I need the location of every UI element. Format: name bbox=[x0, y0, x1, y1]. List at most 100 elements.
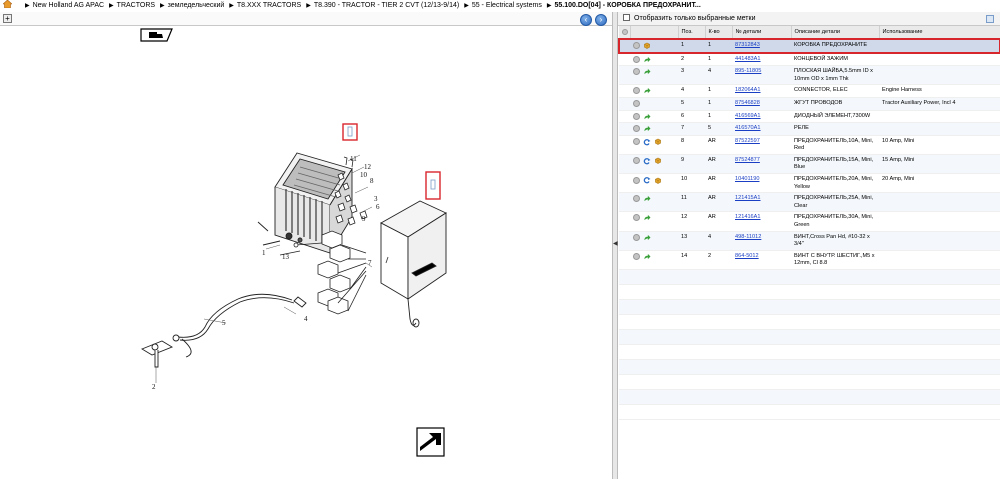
add-to-cart-icon[interactable] bbox=[633, 55, 640, 63]
empty-cell bbox=[879, 389, 1000, 405]
row-part-number-link[interactable]: 895-11805 bbox=[735, 68, 762, 75]
breadcrumb-item[interactable]: T8.XXX TRACTORS bbox=[236, 2, 302, 9]
row-select-cell[interactable] bbox=[619, 52, 630, 67]
linked-drawing-arrow-icon[interactable] bbox=[643, 125, 651, 132]
next-drawing-button[interactable]: › bbox=[595, 14, 607, 26]
linked-drawing-arrow-icon[interactable] bbox=[643, 214, 651, 221]
row-select-cell[interactable] bbox=[619, 154, 630, 175]
add-to-cart-icon[interactable] bbox=[633, 157, 640, 165]
breadcrumb-item[interactable]: TRACTORS bbox=[116, 2, 156, 9]
add-to-cart-icon[interactable] bbox=[633, 87, 640, 95]
row-select-cell[interactable] bbox=[619, 65, 630, 86]
row-part-number-link[interactable]: 182064A1 bbox=[735, 87, 761, 94]
breadcrumb-item[interactable]: земледельческий bbox=[167, 2, 225, 9]
row-part-number-link[interactable]: 416569A1 bbox=[735, 112, 761, 119]
add-to-cart-icon[interactable] bbox=[633, 214, 640, 222]
linked-drawing-arrow-icon[interactable] bbox=[643, 195, 651, 202]
add-to-cart-icon[interactable] bbox=[633, 112, 640, 120]
row-part-number-link[interactable]: 87524877 bbox=[735, 156, 760, 163]
pane-splitter[interactable]: ◀ bbox=[612, 12, 618, 479]
linked-drawing-arrow-icon[interactable] bbox=[643, 253, 651, 260]
linked-drawing-arrow-icon[interactable] bbox=[643, 234, 651, 241]
zoom-in-icon[interactable]: + bbox=[3, 14, 12, 23]
breadcrumb-item[interactable]: 55.100.DO[04] - КОРОБКА ПРЕДОХРАНИТ... bbox=[554, 2, 701, 9]
linked-drawing-arrow-icon[interactable] bbox=[643, 113, 651, 120]
navigate-back-icon[interactable] bbox=[416, 427, 445, 457]
row-part-number-link[interactable]: 121415A1 bbox=[735, 195, 761, 202]
add-to-cart-icon[interactable] bbox=[633, 138, 640, 146]
column-header-pos[interactable]: Поз. bbox=[678, 26, 706, 40]
alternate-part-icon[interactable] bbox=[643, 157, 651, 165]
row-select-cell[interactable] bbox=[619, 250, 630, 270]
empty-cell bbox=[791, 329, 879, 345]
row-part-number-link[interactable]: 87312843 bbox=[735, 42, 760, 48]
add-to-cart-icon[interactable] bbox=[633, 195, 640, 203]
package-icon[interactable] bbox=[643, 42, 651, 49]
show-selected-checkbox[interactable] bbox=[623, 14, 630, 21]
linked-drawing-arrow-icon[interactable] bbox=[643, 87, 651, 94]
column-header-description[interactable]: Описание детали bbox=[791, 26, 880, 40]
alternate-part-icon[interactable] bbox=[643, 176, 651, 184]
row-select-cell[interactable] bbox=[619, 122, 630, 136]
linked-drawing-arrow-icon[interactable] bbox=[643, 68, 651, 75]
add-to-cart-icon[interactable] bbox=[633, 42, 640, 49]
row-select-cell[interactable] bbox=[619, 97, 630, 111]
linked-drawing-arrow-icon[interactable] bbox=[643, 56, 651, 63]
add-to-cart-icon[interactable] bbox=[633, 99, 640, 107]
export-button[interactable] bbox=[986, 15, 994, 23]
row-select-cell[interactable] bbox=[619, 211, 630, 232]
empty-cell bbox=[619, 299, 630, 315]
column-header-qty[interactable]: К-во bbox=[705, 26, 733, 40]
parts-list-pane: Отобразить только выбранные метки Поз. К… bbox=[618, 12, 1000, 479]
alternate-part-icon[interactable] bbox=[643, 138, 651, 146]
row-part-number-link[interactable]: 10401190 bbox=[735, 176, 760, 183]
row-part-number-link[interactable]: 87522597 bbox=[735, 137, 760, 144]
breadcrumb-item[interactable]: 55 - Electrical systems bbox=[471, 2, 542, 9]
previous-drawing-button[interactable]: ‹ bbox=[580, 14, 592, 26]
breadcrumb-separator-icon: ▶ bbox=[229, 3, 234, 9]
select-all-icon[interactable] bbox=[619, 26, 631, 40]
row-part-number-link[interactable]: 121416A1 bbox=[735, 214, 761, 221]
row-part-number-link[interactable]: 416570A1 bbox=[735, 125, 761, 132]
row-select-cell[interactable] bbox=[619, 110, 630, 124]
row-select-cell[interactable] bbox=[619, 192, 630, 213]
package-icon[interactable] bbox=[654, 177, 662, 184]
row-part-number-link[interactable]: 441483A1 bbox=[735, 55, 761, 62]
row-part-number-link[interactable]: 87546828 bbox=[735, 99, 760, 106]
row-part-number-link[interactable]: 498-11012 bbox=[735, 233, 762, 240]
row-select-cell[interactable] bbox=[619, 135, 630, 155]
add-to-cart-icon[interactable] bbox=[633, 125, 640, 133]
row-position-cell: 7 bbox=[678, 122, 705, 136]
package-icon[interactable] bbox=[654, 157, 662, 165]
column-header-usage[interactable]: Использование bbox=[879, 26, 1000, 40]
row-select-cell[interactable] bbox=[618, 38, 630, 54]
add-to-cart-icon[interactable] bbox=[633, 252, 640, 260]
add-to-cart-icon[interactable] bbox=[633, 176, 640, 184]
row-select-cell[interactable] bbox=[619, 173, 630, 194]
row-part-number-link[interactable]: 864-5012 bbox=[735, 252, 759, 259]
add-to-cart-icon[interactable] bbox=[633, 68, 640, 76]
row-select-cell[interactable] bbox=[619, 84, 630, 98]
home-icon[interactable] bbox=[3, 0, 12, 8]
package-icon[interactable] bbox=[654, 138, 662, 145]
breadcrumb-item[interactable]: T8.390 - TRACTOR - TIER 2 CVT (12/13-9/1… bbox=[313, 2, 460, 9]
add-to-cart-icon[interactable] bbox=[633, 233, 640, 241]
column-header-part-number[interactable]: № детали bbox=[732, 26, 792, 40]
collapse-arrow-icon[interactable]: ◀ bbox=[613, 241, 618, 247]
row-select-cell[interactable] bbox=[619, 231, 630, 251]
breadcrumb-item[interactable]: New Holland AG APAC bbox=[32, 2, 105, 9]
